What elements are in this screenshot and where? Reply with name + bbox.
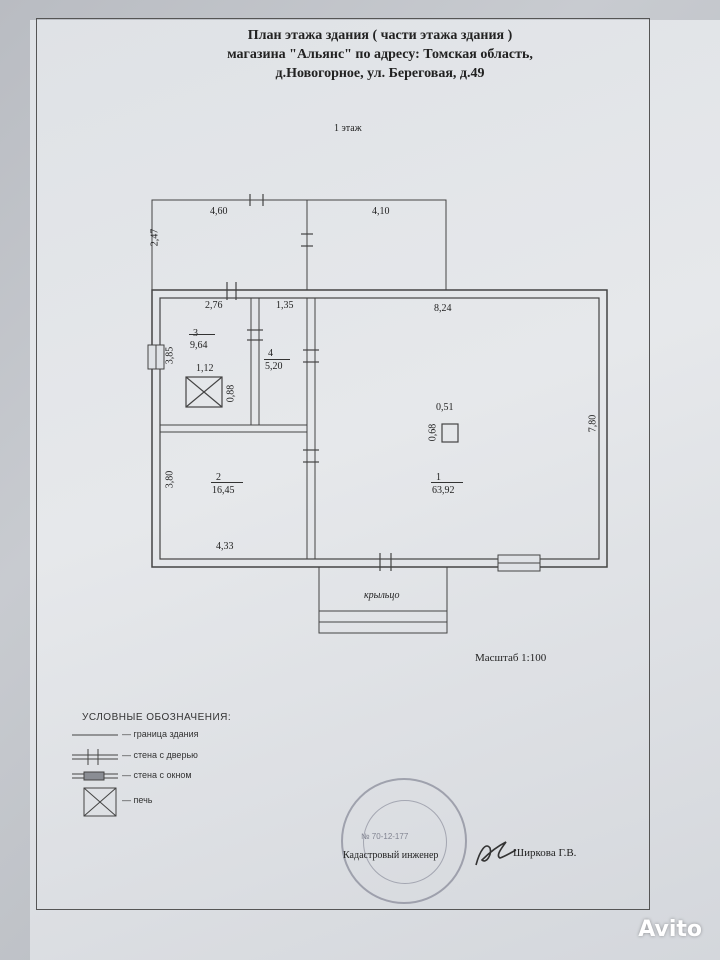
official-stamp: № 70-12-177 bbox=[341, 778, 467, 904]
legend-door-symbol bbox=[72, 749, 118, 765]
door-marker bbox=[303, 449, 319, 463]
legend-door-label: — стена с дверью bbox=[122, 750, 198, 760]
door-marker bbox=[301, 233, 313, 247]
dimension-label: 0,51 bbox=[436, 402, 454, 413]
door-marker bbox=[379, 553, 392, 571]
door-marker bbox=[303, 349, 319, 363]
title-line-2: магазина "Альянс" по адресу: Томская обл… bbox=[227, 47, 533, 62]
document-title: План этажа здания ( части этажа здания )… bbox=[190, 26, 570, 83]
dimension-label: 1,35 bbox=[276, 300, 294, 311]
legend-boundary-label: — граница здания bbox=[122, 729, 199, 739]
window-marker bbox=[147, 344, 165, 370]
window-marker bbox=[497, 554, 541, 572]
door-marker bbox=[247, 329, 263, 341]
dimension-label: 2,76 bbox=[205, 300, 223, 311]
room-area: 63,92 bbox=[432, 485, 455, 496]
avito-watermark-logo: Avito bbox=[638, 917, 702, 942]
dimension-label: 8,24 bbox=[434, 303, 452, 314]
floor-label: 1 этаж bbox=[334, 123, 362, 134]
stove-symbol bbox=[185, 376, 223, 408]
engineer-label: Кадастровый инженер bbox=[343, 850, 439, 861]
title-line-3: д.Новогорное, ул. Береговая, д.49 bbox=[275, 66, 485, 81]
legend-window-label: — стена с окном bbox=[122, 770, 192, 780]
room-number: 4 bbox=[268, 348, 273, 359]
legend-window-symbol bbox=[72, 771, 118, 781]
annex-boundary bbox=[151, 199, 447, 290]
dimension-label: 4,60 bbox=[210, 206, 228, 217]
dimension-label: 4,10 bbox=[372, 206, 390, 217]
room-area: 5,20 bbox=[265, 361, 283, 372]
room-area: 9,64 bbox=[190, 340, 208, 351]
legend-title: УСЛОВНЫЕ ОБОЗНАЧЕНИЯ: bbox=[82, 712, 232, 723]
dimension-label: 4,33 bbox=[216, 541, 234, 552]
dimension-label: 1,12 bbox=[196, 363, 214, 374]
room-number: 1 bbox=[436, 472, 441, 483]
room-number: 2 bbox=[216, 472, 221, 483]
scale-label: Масштаб 1:100 bbox=[475, 652, 547, 664]
engineer-name: Ширкова Г.В. bbox=[513, 847, 577, 859]
stamp-number: № 70-12-177 bbox=[361, 832, 409, 841]
document-frame bbox=[36, 18, 650, 910]
room-number: 3 bbox=[193, 328, 198, 339]
column bbox=[441, 423, 459, 443]
door-marker bbox=[249, 194, 264, 206]
door-marker bbox=[226, 282, 237, 300]
legend-stove-label: — печь bbox=[122, 795, 153, 805]
room-area: 16,45 bbox=[212, 485, 235, 496]
porch-label: крыльцо bbox=[364, 590, 400, 601]
title-line-1: План этажа здания ( части этажа здания ) bbox=[247, 28, 513, 43]
porch bbox=[318, 567, 448, 634]
legend-stove-symbol bbox=[83, 787, 117, 817]
